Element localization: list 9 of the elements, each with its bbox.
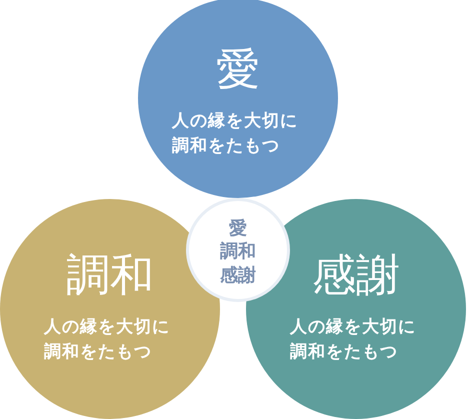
circle-heading: 感謝 xyxy=(312,252,400,301)
circle-text: 人の縁を大切に調和をたもつ xyxy=(44,316,171,364)
circle-heading: 愛 xyxy=(216,46,260,95)
center-word: 愛 xyxy=(229,216,247,240)
center-word: 感謝 xyxy=(220,264,256,288)
circle-heading: 調和 xyxy=(66,252,154,301)
center-word: 調和 xyxy=(220,240,256,264)
circle-text: 人の縁を大切に調和をたもつ xyxy=(172,110,299,158)
circle-text: 人の縁を大切に調和をたもつ xyxy=(290,316,417,364)
